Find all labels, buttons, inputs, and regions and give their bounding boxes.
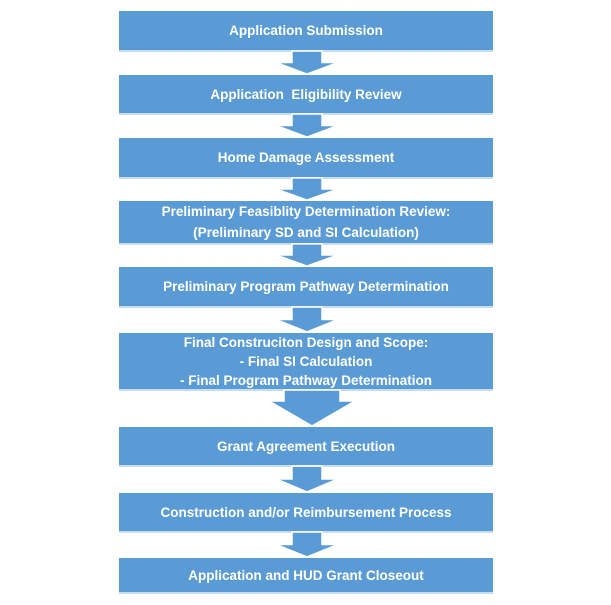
flow-step-preliminary-program-pathway-determination: Preliminary Program Pathway Determinatio… xyxy=(119,267,493,306)
step-label: Final Construciton Design and Scope: xyxy=(183,334,429,350)
down-arrow-icon xyxy=(275,531,339,558)
flow-step-final-construction-design-and-scope: Final Construciton Design and Scope: - F… xyxy=(119,333,493,389)
down-arrow-icon xyxy=(275,465,339,493)
step-label: Application Submission xyxy=(229,23,383,38)
down-arrow-icon xyxy=(275,177,339,201)
flow-step-construction-reimbursement-process: Construction and/or Reimbursement Proces… xyxy=(119,493,493,531)
down-arrow-icon xyxy=(275,306,339,333)
step-sublabel: (Preliminary SD and SI Calculation) xyxy=(193,225,419,240)
flow-step-application-hud-grant-closeout: Application and HUD Grant Closeout xyxy=(119,558,493,592)
step-sublabel: - Final SI Calculation xyxy=(239,353,373,369)
flow-step-home-damage-assessment: Home Damage Assessment xyxy=(119,138,493,177)
step-sublabel: - Final Program Pathway Determination xyxy=(179,372,433,388)
flow-step-preliminary-feasibility-determination-review: Preliminary Feasiblity Determination Rev… xyxy=(119,201,493,243)
step-label: Preliminary Feasiblity Determination Rev… xyxy=(161,204,451,219)
step-label: Preliminary Program Pathway Determinatio… xyxy=(163,279,449,294)
flow-step-application-eligibility-review: Application Eligibility Review xyxy=(119,75,493,113)
step-label: Home Damage Assessment xyxy=(217,150,395,165)
step-label: Application and HUD Grant Closeout xyxy=(188,567,424,583)
step-label: Grant Agreement Execution xyxy=(216,438,396,454)
down-arrow-icon xyxy=(275,243,339,267)
down-arrow-icon xyxy=(268,389,356,427)
down-arrow-icon xyxy=(275,113,339,138)
step-label: Application Eligibility Review xyxy=(210,86,402,102)
flow-step-application-submission: Application Submission xyxy=(119,11,493,50)
down-arrow-icon xyxy=(275,50,339,75)
step-label: Construction and/or Reimbursement Proces… xyxy=(160,504,452,520)
flow-step-grant-agreement-execution: Grant Agreement Execution xyxy=(119,427,493,465)
